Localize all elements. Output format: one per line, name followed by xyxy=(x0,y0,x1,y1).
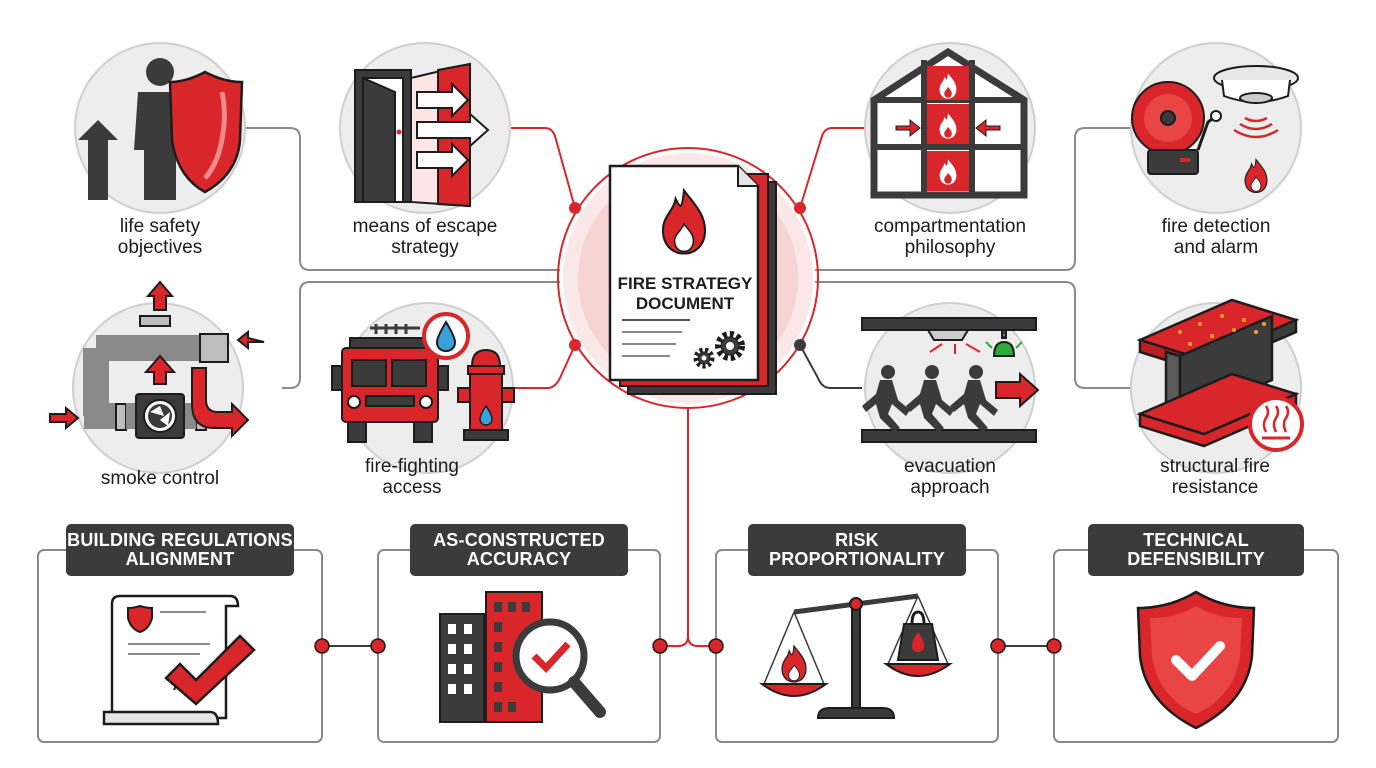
topic-life-safety xyxy=(74,42,246,214)
door-arrows-icon xyxy=(354,62,490,208)
panel-as-constructed xyxy=(377,549,661,743)
panel-technical-defensibility xyxy=(1053,549,1339,743)
connector-means-escape xyxy=(510,127,576,209)
topic-means-of-escape xyxy=(339,42,511,214)
panel-risk-proportionality xyxy=(715,549,999,743)
connector-compartment xyxy=(799,127,865,209)
topic-structural-fire-resistance xyxy=(1130,298,1304,474)
center-title-line2: DOCUMENT xyxy=(635,294,735,313)
connector-detection xyxy=(815,127,1130,271)
panel-connector-dots xyxy=(314,638,1062,654)
duct-fan-icon xyxy=(49,280,265,439)
center-title: FIRE STRATEGY DOCUMENT xyxy=(612,274,758,314)
topic-fire-fighting-access xyxy=(331,302,515,474)
balance-scale-icon xyxy=(758,593,954,719)
topic-compartmentation xyxy=(864,42,1036,214)
gears-icon xyxy=(693,331,745,369)
topic-fire-detection xyxy=(1130,42,1302,214)
connector-center-down xyxy=(660,408,689,647)
topic-evacuation-approach xyxy=(861,302,1040,474)
alarm-bell-icon xyxy=(1131,65,1299,194)
connector-firefighting xyxy=(515,344,576,389)
running-people-icon xyxy=(861,317,1040,443)
fire-truck-hydrant-icon xyxy=(331,312,515,443)
regulation-scroll-icon xyxy=(102,594,256,726)
steel-beam-icon xyxy=(1136,298,1304,452)
label-smoke-control: smoke control xyxy=(100,468,220,489)
building-sections-icon xyxy=(870,47,1028,199)
shield-check-icon xyxy=(1136,590,1256,730)
center-title-line1: FIRE STRATEGY xyxy=(617,274,753,293)
connector-structural xyxy=(815,281,1130,389)
connector-life-safety xyxy=(244,127,560,271)
person-shield-icon xyxy=(78,58,244,200)
connector-lines xyxy=(244,127,1130,647)
connector-smoke-control xyxy=(282,281,560,389)
connector-evacuation xyxy=(799,344,862,389)
building-magnifier-icon xyxy=(439,591,606,723)
center-hub xyxy=(557,147,819,409)
topic-smoke-control xyxy=(49,280,265,474)
panel-building-regulations xyxy=(37,549,323,743)
